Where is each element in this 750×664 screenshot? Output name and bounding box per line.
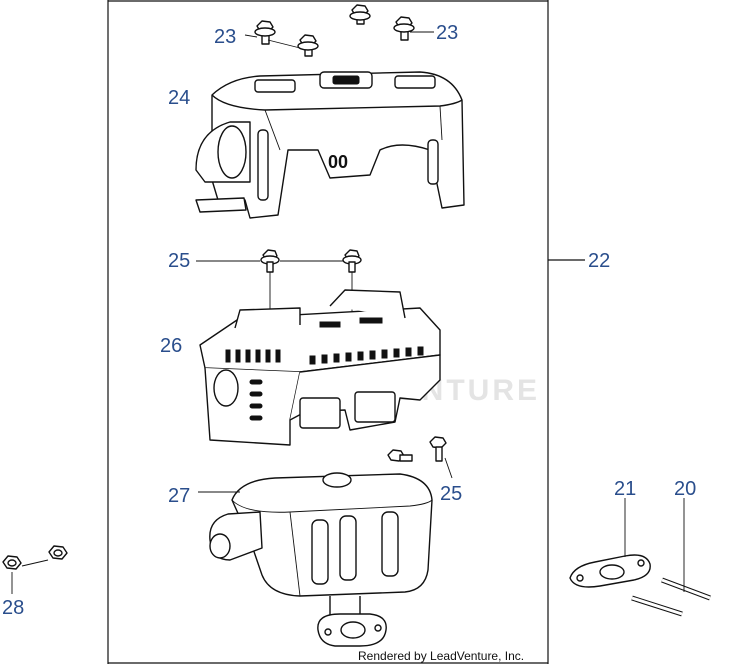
part-27-muffler[interactable] — [198, 472, 433, 647]
svg-text:00: 00 — [328, 152, 348, 172]
part-24-top-cover[interactable]: 00 — [195, 71, 465, 219]
assembly-frame — [107, 0, 585, 664]
callout-20: 20 — [674, 478, 696, 500]
callout-23-right: 23 — [436, 22, 458, 44]
part-21-gasket[interactable] — [569, 498, 651, 588]
callout-25-bottom: 25 — [440, 483, 462, 505]
part-20-studs[interactable] — [631, 498, 711, 617]
render-credit: Rendered by LeadVenture, Inc. — [358, 649, 524, 663]
vent-slots — [225, 346, 424, 421]
callout-27: 27 — [168, 485, 190, 507]
callout-24: 24 — [168, 87, 190, 109]
part-26-heat-shield[interactable] — [199, 289, 441, 446]
part-23-bolts[interactable] — [244, 4, 434, 57]
callout-21: 21 — [614, 478, 636, 500]
callout-22: 22 — [588, 250, 610, 272]
callout-23-left: 23 — [214, 26, 236, 48]
callout-25-top: 25 — [168, 250, 190, 272]
part-28-nuts[interactable] — [2, 545, 68, 594]
callout-28: 28 — [2, 597, 24, 619]
callout-26: 26 — [160, 335, 182, 357]
